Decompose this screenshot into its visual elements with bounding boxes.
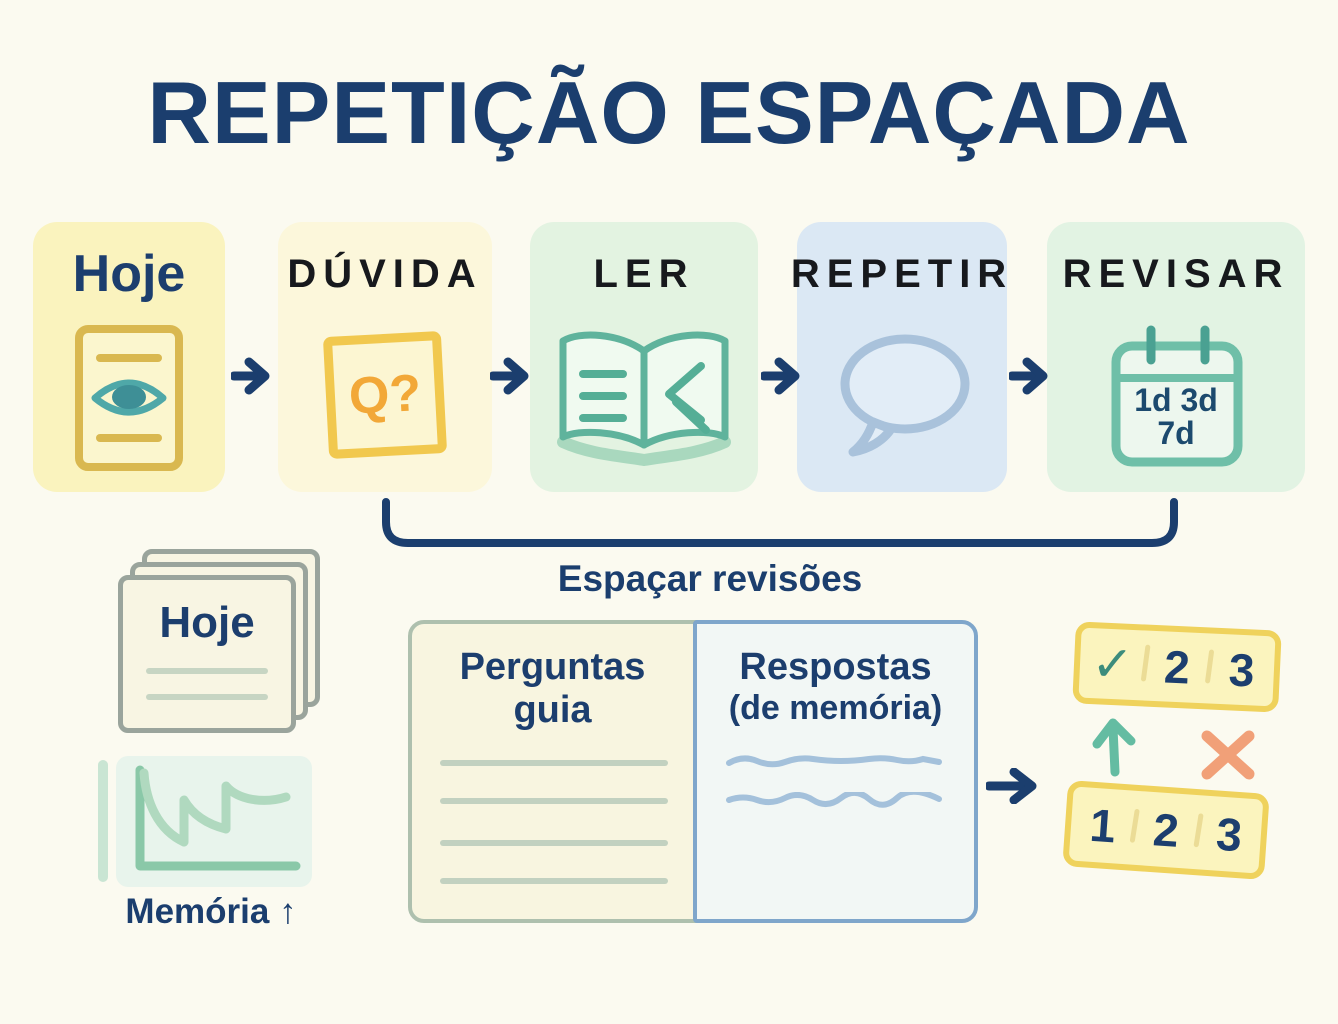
step-label: REVISAR xyxy=(1062,252,1290,296)
question-note-icon: Q? xyxy=(278,297,492,492)
speech-bubble-icon xyxy=(797,297,1007,492)
stack-label: Hoje xyxy=(159,598,255,647)
calendar-line-1: 1d 3d xyxy=(1134,381,1218,418)
text-line xyxy=(146,694,268,700)
question-text: Q? xyxy=(347,363,423,426)
step-label: REPETIR xyxy=(790,252,1014,296)
eye-icon xyxy=(91,379,167,416)
answers-panel: Respostas (de memória) xyxy=(693,620,978,923)
text-line xyxy=(146,668,268,674)
ruled-line xyxy=(440,760,668,766)
flow-card-hoje: Hoje xyxy=(33,222,225,492)
handwriting-line xyxy=(726,792,942,808)
sticky-note: Q? xyxy=(322,330,448,459)
calendar-intervals: 1d 3d 7d xyxy=(1106,381,1246,452)
arrow-right-icon xyxy=(761,357,800,395)
arrow-right-icon xyxy=(490,357,529,395)
ruled-line xyxy=(440,798,668,804)
stacked-card-front: Hoje xyxy=(118,575,296,733)
forgetting-curve xyxy=(139,768,291,847)
step-label: Hoje xyxy=(72,245,186,303)
calendar-line-2: 7d xyxy=(1157,415,1195,452)
flow-card-revisar: REVISAR 1d 3d 7d xyxy=(1047,222,1305,492)
score-number-text: 1 xyxy=(1088,798,1118,853)
page-title: REPETIÇÃO ESPAÇADA xyxy=(147,63,1191,162)
arrow-right-icon xyxy=(986,768,1037,804)
worksheet-table: Perguntas guia Respostas (de memória) xyxy=(408,620,978,923)
flow-card-ler: LER xyxy=(530,222,758,492)
open-book-icon xyxy=(530,297,758,492)
step-label: DÚVIDA xyxy=(287,252,483,296)
ruled-line xyxy=(440,840,668,846)
answers-header-line2: (de memória) xyxy=(728,688,943,727)
score-bar-top: ✓ 2 3 xyxy=(1072,621,1282,713)
questions-header-line1: Perguntas xyxy=(459,646,646,688)
score-number: 1 xyxy=(1070,798,1141,853)
score-number: 2 xyxy=(1144,640,1215,694)
x-icon xyxy=(1201,730,1255,780)
ruled-line xyxy=(440,878,668,884)
answers-header-line1: Respostas xyxy=(739,646,932,688)
answers-header: Respostas (de memória) xyxy=(697,646,974,727)
arrow-right-icon xyxy=(1009,357,1048,395)
chart-axis-accent xyxy=(98,760,108,882)
memory-label: Memória ↑ xyxy=(125,892,297,931)
checkmark: ✓ xyxy=(1079,635,1151,693)
questions-header-line2: guia xyxy=(513,688,592,731)
score-number: 3 xyxy=(1227,643,1256,697)
handwriting-line xyxy=(726,755,942,768)
span-bracket xyxy=(382,498,1178,547)
eye-card-icon xyxy=(33,304,225,492)
score-number-text: 2 xyxy=(1163,640,1191,694)
flow-card-duvida: DÚVIDA Q? xyxy=(278,222,492,492)
bracket-label: Espaçar revisões xyxy=(557,558,863,599)
flow-card-repetir: REPETIR xyxy=(791,222,1007,492)
score-number: 2 xyxy=(1133,803,1204,857)
score-number-text: 2 xyxy=(1151,803,1181,857)
calendar-icon: 1d 3d 7d xyxy=(1047,297,1305,492)
score-bar-bottom: 1 2 3 xyxy=(1062,780,1270,880)
memory-chart-icon xyxy=(116,756,312,887)
chart-axes xyxy=(135,765,301,871)
up-arrow-icon xyxy=(1092,718,1136,777)
score-number: 3 xyxy=(1214,807,1244,862)
step-label: LER xyxy=(593,252,695,296)
questions-panel: Perguntas guia xyxy=(408,620,697,923)
questions-header: Perguntas guia xyxy=(412,646,693,732)
arrow-right-icon xyxy=(231,357,270,395)
